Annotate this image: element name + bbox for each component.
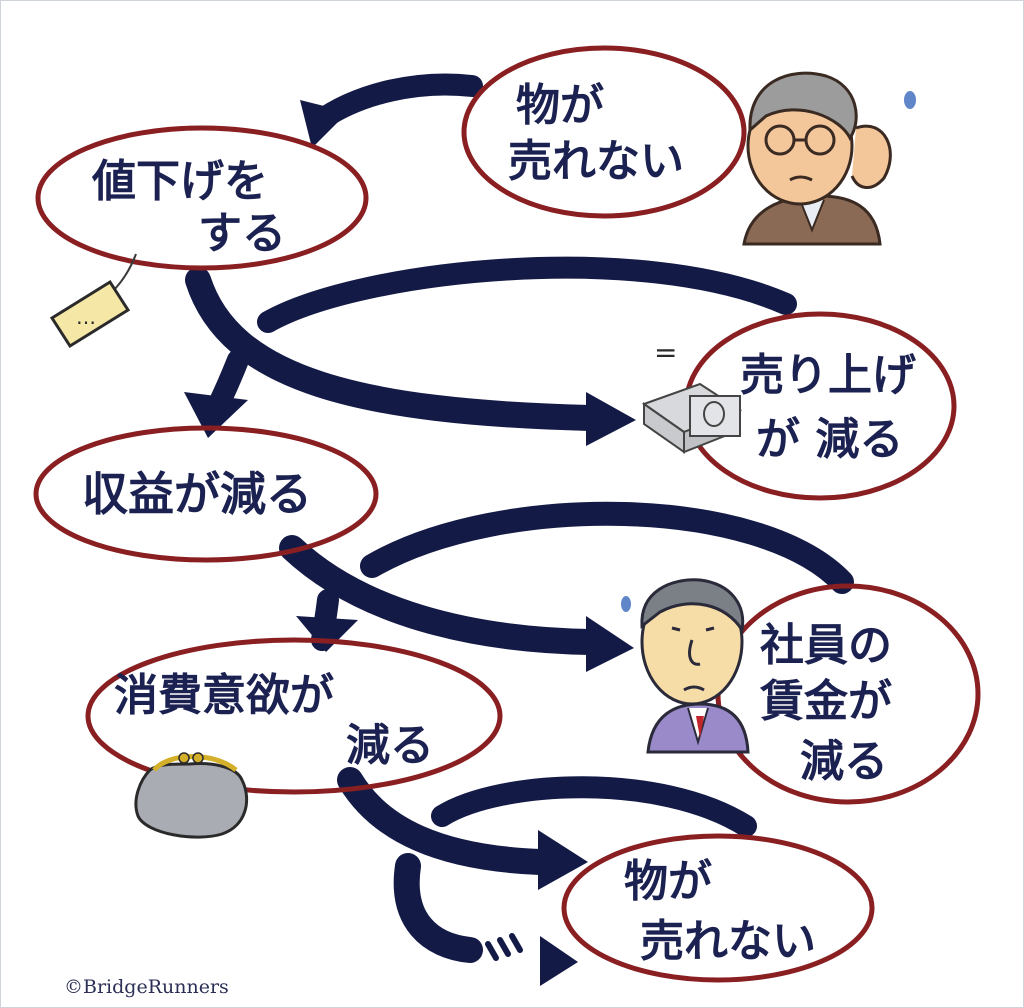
label-no-sales-bottom-line1: 物が bbox=[624, 856, 712, 907]
worried-older-man-illustration bbox=[742, 71, 916, 246]
label-wage-decrease-line2: 賃金が bbox=[759, 676, 892, 727]
label-no-sales-top-line1: 物が bbox=[516, 80, 604, 131]
arrowhead-profit bbox=[184, 392, 248, 438]
money-stack-illustration: = bbox=[641, 336, 743, 454]
label-sales-decrease-line2: が 減る bbox=[756, 414, 903, 465]
label-price-cut-line2: する bbox=[198, 208, 286, 259]
node-ellipse-price-cut bbox=[35, 125, 369, 271]
node-ellipse-consumption-decrease bbox=[85, 637, 503, 795]
copyright-credit: ©BridgeRunners bbox=[64, 976, 229, 998]
worried-employee-illustration bbox=[621, 578, 750, 754]
arrow-profit-to-wage bbox=[279, 535, 603, 655]
arrowhead-sales bbox=[586, 392, 636, 446]
price-tag-dots: … bbox=[76, 305, 96, 329]
arrowhead-wage bbox=[586, 616, 634, 672]
label-wage-decrease-line3: 減る bbox=[800, 736, 888, 787]
arrow-continuing-dash-3 bbox=[509, 933, 523, 953]
arrow-continuing-dash-1 bbox=[485, 941, 499, 961]
arrow-bottom-loop bbox=[431, 776, 757, 837]
label-consumption-decrease-line2: 減る bbox=[346, 720, 434, 771]
price-tag-illustration: … bbox=[49, 253, 137, 349]
label-consumption-decrease-line1: 消費意欲が bbox=[114, 670, 334, 721]
label-no-sales-top-line2: 売れない bbox=[508, 136, 684, 187]
arrowhead-no-sales-bottom bbox=[538, 830, 588, 890]
arrow-price-cut-to-sales bbox=[185, 267, 603, 431]
label-price-cut-line1: 値下げを bbox=[91, 156, 268, 207]
label-sales-decrease-line1: 売り上げ bbox=[740, 350, 916, 401]
node-labels: 物が 売れない 値下げを する 売り上げ が 減る 収益が減る 社員の 賃金が … bbox=[82, 80, 916, 967]
coin-purse-illustration bbox=[134, 752, 249, 839]
arrow-continuing bbox=[393, 853, 483, 963]
money-equals-sign: = bbox=[654, 336, 677, 369]
node-ellipse-profit-decrease bbox=[33, 425, 379, 563]
label-profit-decrease: 収益が減る bbox=[82, 467, 312, 521]
label-no-sales-bottom-line2: 売れない bbox=[640, 916, 816, 967]
arrows bbox=[184, 73, 854, 986]
arrow-sales-loop bbox=[257, 256, 797, 333]
arrow-wage-loop bbox=[360, 501, 854, 594]
arrowhead-price-cut bbox=[300, 100, 348, 148]
arrow-consumption-to-no-sales bbox=[337, 767, 553, 875]
label-wage-decrease-line1: 社員の bbox=[760, 620, 892, 671]
arrowhead-continuing bbox=[540, 936, 578, 986]
arrow-continuing-dash-2 bbox=[497, 937, 511, 957]
node-ellipse-no-sales-top bbox=[461, 45, 747, 219]
arrowhead-consumption bbox=[296, 616, 358, 652]
node-ellipse-no-sales-bottom bbox=[561, 833, 875, 983]
